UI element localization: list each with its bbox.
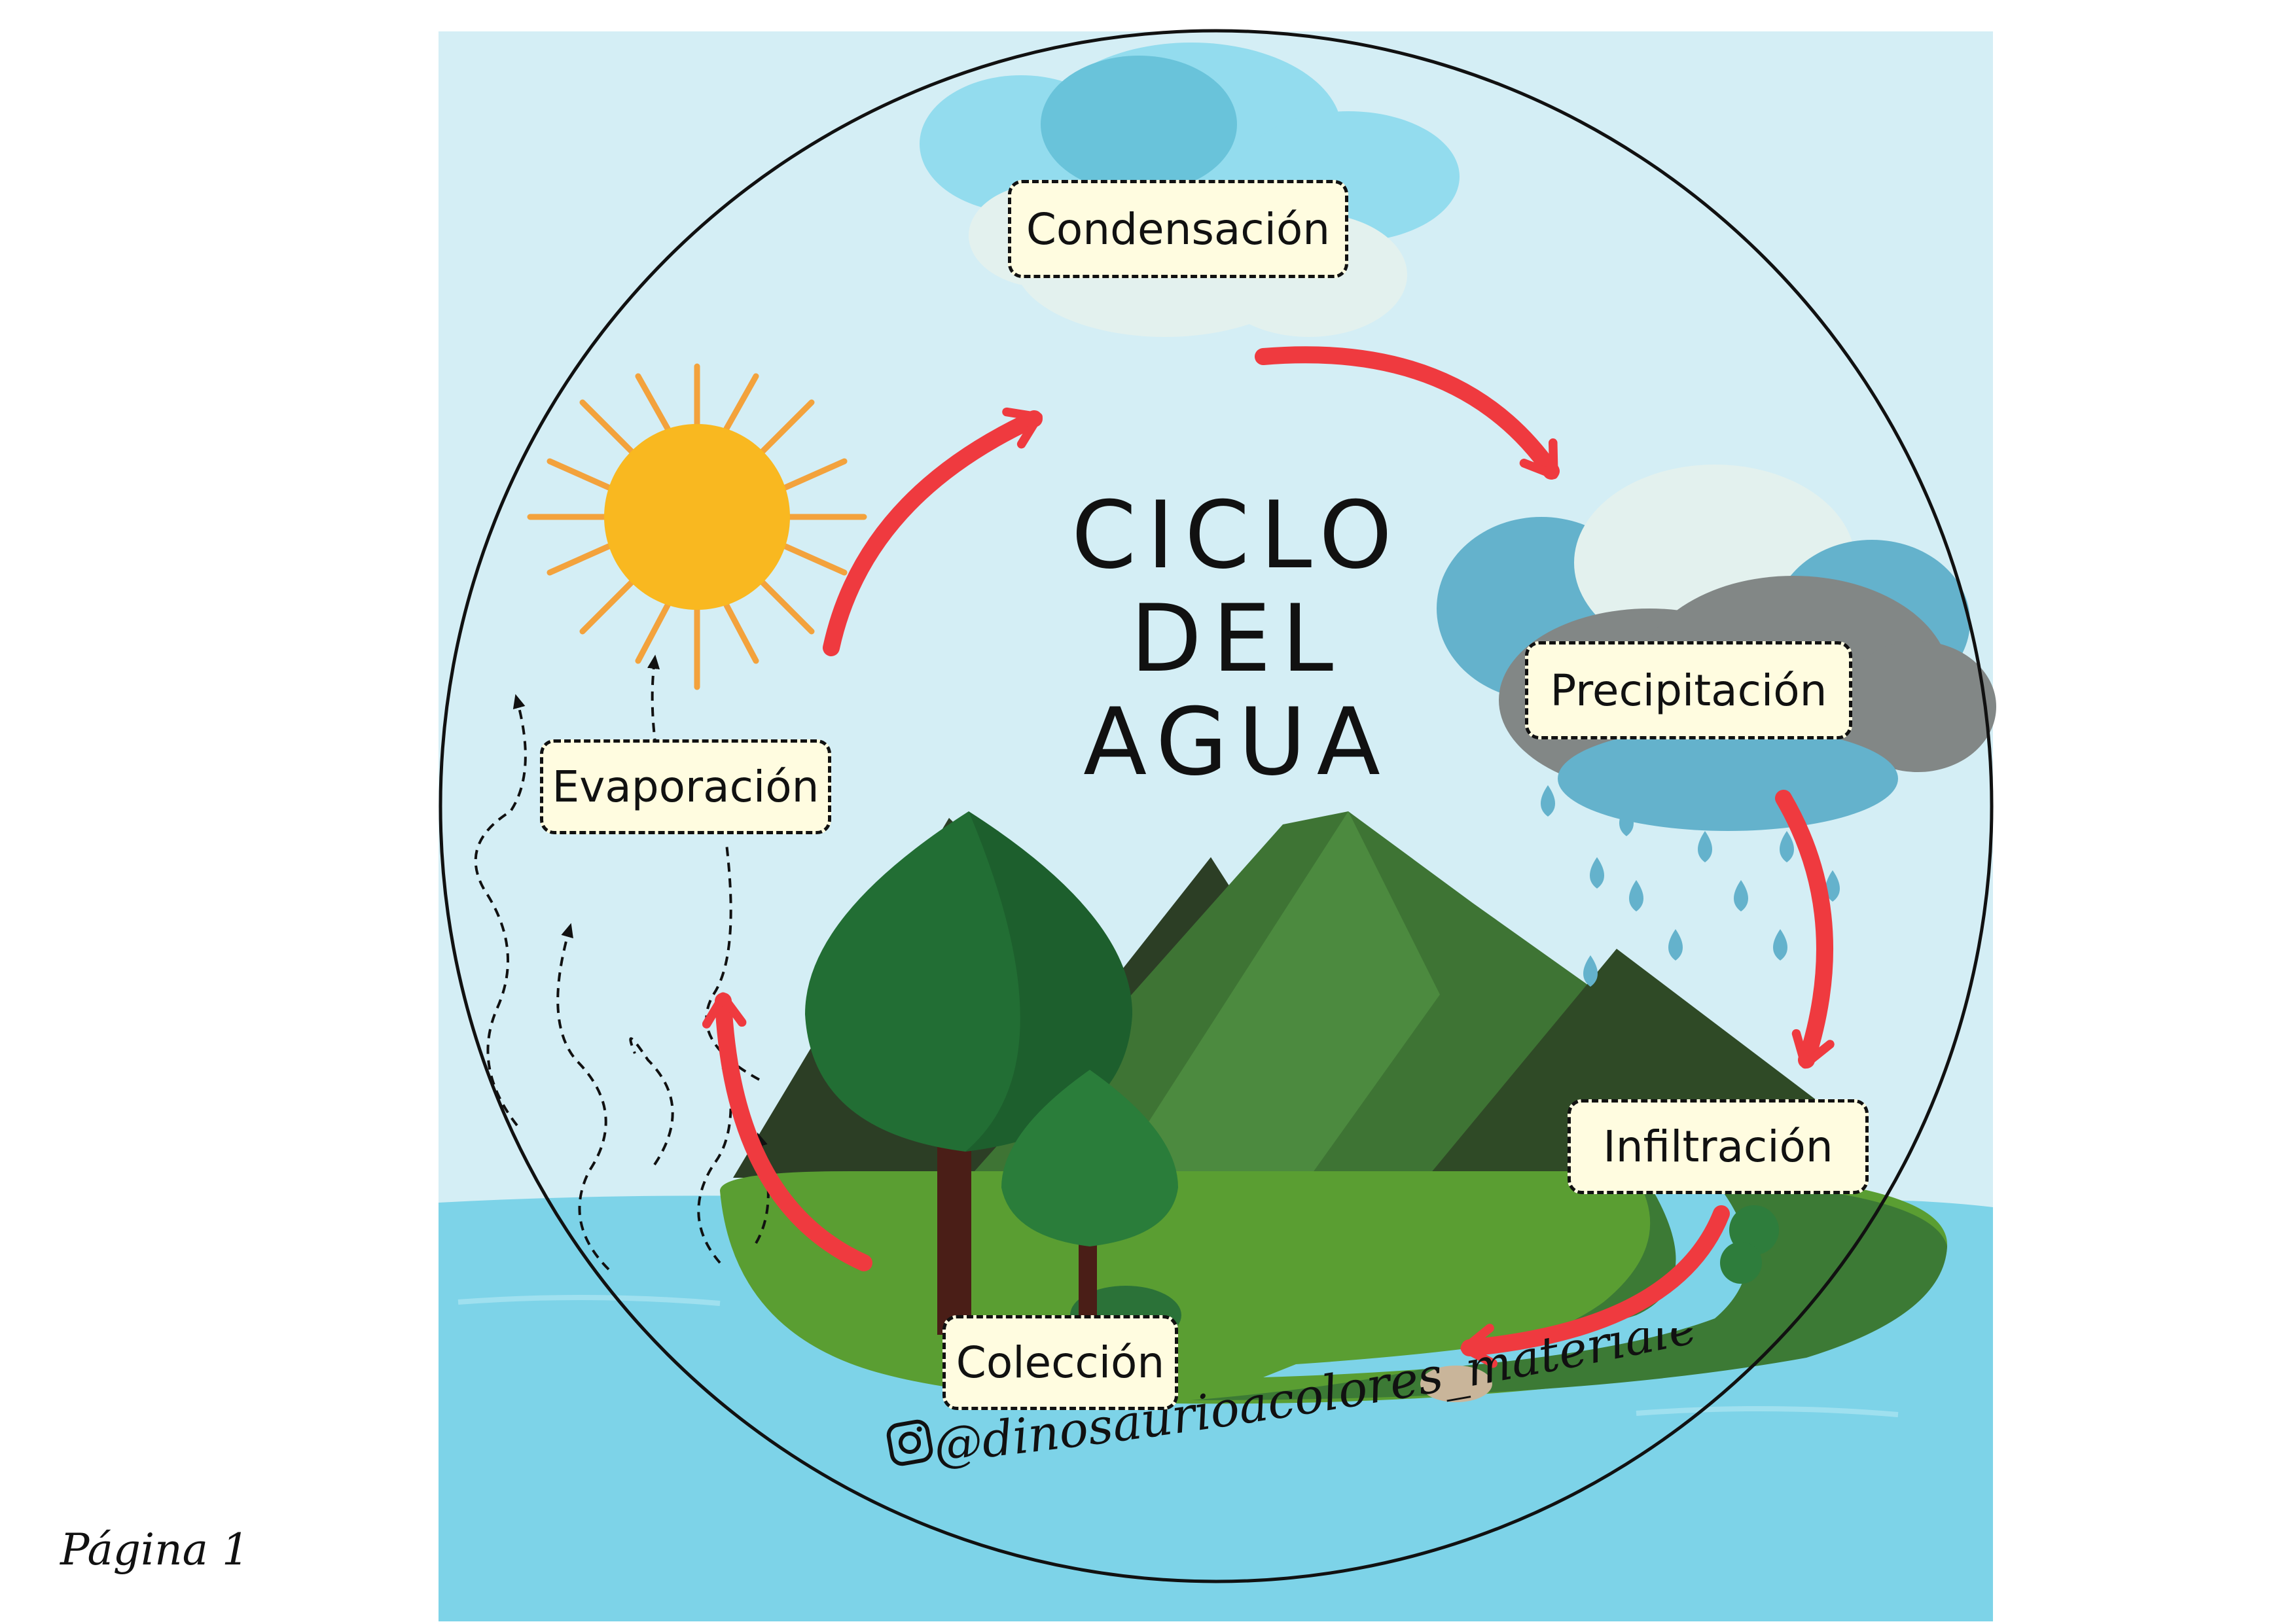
label-condensation: Condensación <box>1008 180 1348 278</box>
label-collection: Colección <box>942 1315 1178 1410</box>
arrow-evaporation-to-condensation <box>823 407 1043 656</box>
diagram-title: CICLO DEL AGUA <box>1021 484 1453 794</box>
instagram-credit: @dinosaurioacolores_materiales <box>864 1328 1702 1474</box>
sea-wave <box>457 1294 721 1306</box>
sun <box>527 363 867 690</box>
instagram-icon <box>886 1419 933 1466</box>
title-line-2: DEL <box>1130 585 1344 693</box>
bush <box>1720 1242 1762 1284</box>
page-number: Página 1 <box>60 1525 249 1575</box>
label-infiltration: Infiltración <box>1568 1099 1869 1194</box>
label-evaporation: Evaporación <box>540 739 831 834</box>
tree-crown <box>1001 1070 1178 1246</box>
mountain-shade <box>1113 811 1440 1178</box>
label-precipitation: Precipitación <box>1525 641 1852 739</box>
river <box>1263 1181 1748 1377</box>
cycle-arrows <box>702 346 1835 1368</box>
arrow-precipitation-to-infiltration <box>1775 790 1835 1069</box>
rock <box>1420 1366 1492 1402</box>
arrow-infiltration-to-collection <box>1460 1205 1730 1368</box>
arrow-condensation-to-precipitation <box>1255 346 1560 480</box>
title-line-1: CICLO <box>1071 482 1403 590</box>
sea-wave <box>1636 1405 1899 1417</box>
raindrops <box>1541 785 1840 987</box>
title-line-3: AGUA <box>1083 688 1391 796</box>
arrow-collection-to-evaporation <box>702 992 872 1271</box>
tree-crown-shade <box>965 811 1132 1152</box>
cycle-outline-circle <box>439 29 1994 1583</box>
credit-handle: @dinosaurioacolores_materiales <box>864 1328 1702 1474</box>
